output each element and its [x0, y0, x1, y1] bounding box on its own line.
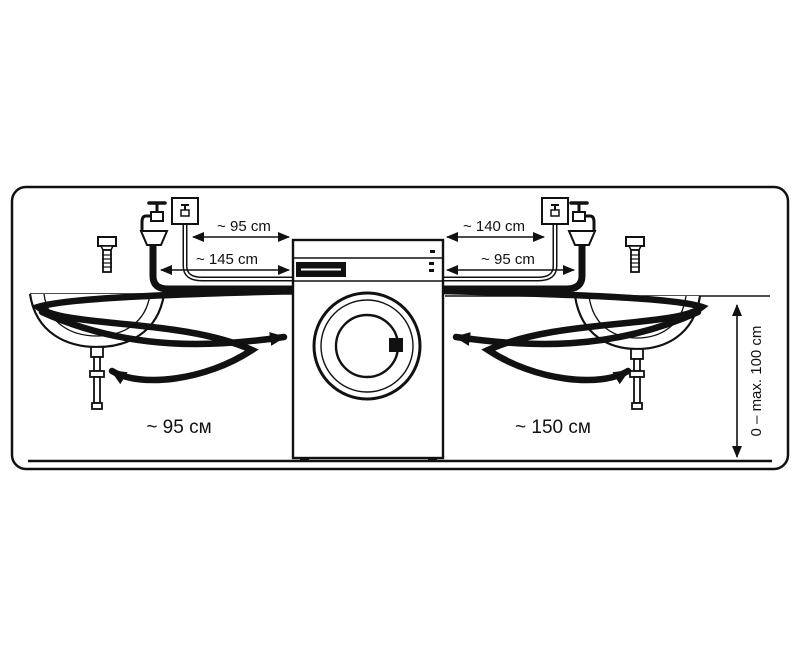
- left-tap-body: [150, 211, 164, 222]
- label-bottom-right: ~ 150 см: [515, 417, 591, 438]
- control-mark-2: [429, 269, 434, 272]
- right-aquastop-valve: [541, 197, 569, 225]
- door-glass: [334, 313, 400, 379]
- door-handle: [389, 338, 403, 352]
- left-sink-drain-pipe: [89, 346, 105, 410]
- right-drain-hose-return: [452, 308, 702, 348]
- tap-icon: [550, 204, 560, 217]
- left-standpipe-hose: [149, 246, 295, 293]
- label-right: ~ 95 cm: [481, 251, 535, 268]
- right-tap-body: [572, 211, 586, 222]
- control-mark-1: [429, 262, 434, 265]
- label-top-left: ~ 95 cm: [217, 218, 271, 235]
- door-mid-ring: [320, 299, 414, 393]
- label-bottom-left: ~ 95 см: [146, 417, 211, 438]
- left-tap: [139, 201, 169, 246]
- right-wall-bolt: [625, 236, 645, 273]
- drain-hose-routes: [31, 287, 709, 385]
- label-top-right: ~ 140 cm: [463, 218, 525, 235]
- label-vertical: 0 – max. 100 cm: [748, 326, 765, 437]
- label-left: ~ 145 cm: [196, 251, 258, 268]
- left-aquastop-valve: [171, 197, 199, 225]
- right-standpipe-hose: [441, 246, 586, 293]
- tap-icon: [180, 204, 190, 217]
- left-drain-hose-return: [38, 308, 288, 348]
- control-mark-3: [430, 250, 435, 253]
- left-drain-hose-curve: [31, 287, 297, 385]
- right-standpipe-funnel: [567, 230, 597, 246]
- washing-machine: [291, 238, 445, 462]
- left-tap-spout: [140, 214, 151, 230]
- right-drain-hose-curve: [439, 287, 709, 385]
- left-wall-bolt: [97, 236, 117, 273]
- right-tap-spout: [585, 214, 596, 230]
- right-sink-drain-pipe: [629, 348, 645, 410]
- left-standpipe-funnel: [139, 230, 169, 246]
- dimension-arrows: [160, 232, 742, 458]
- right-tap: [567, 201, 597, 246]
